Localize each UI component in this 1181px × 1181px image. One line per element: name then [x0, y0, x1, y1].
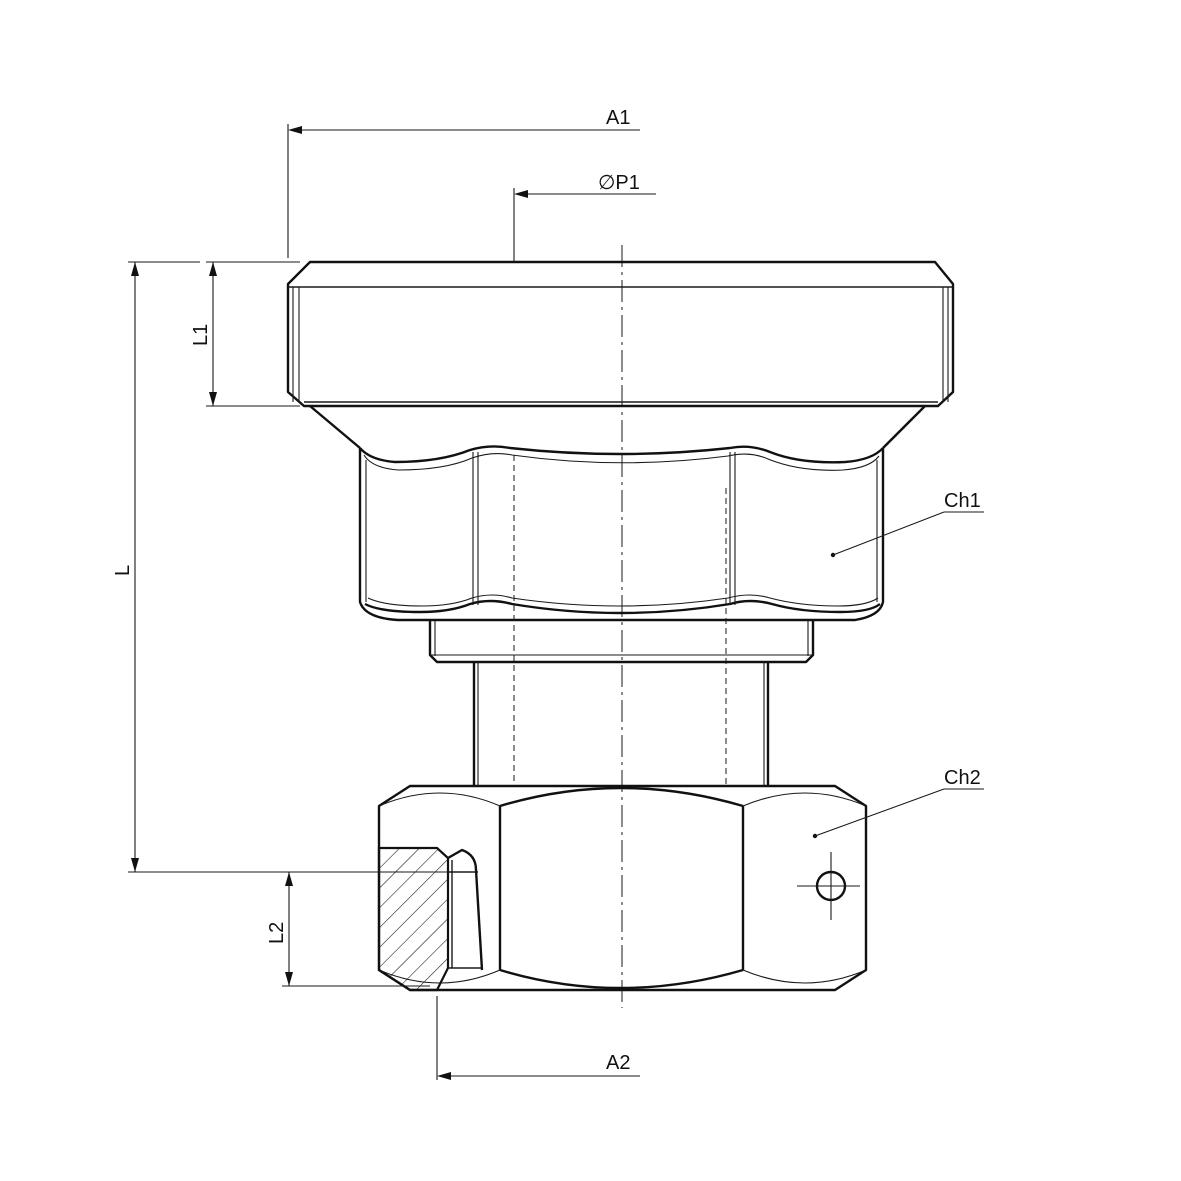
- collar: [428, 620, 815, 664]
- dim-p1: ∅P1: [513, 172, 656, 262]
- dim-l: L: [112, 261, 472, 873]
- dim-l1: L1: [190, 261, 300, 407]
- leader-ch1: Ch1: [830, 490, 984, 558]
- section-cut: [377, 846, 484, 992]
- dim-l2: L2: [266, 872, 430, 987]
- label-l: L: [112, 565, 134, 576]
- label-ch2: Ch2: [944, 767, 981, 789]
- dim-a1: A1: [287, 107, 640, 258]
- label-ch1: Ch1: [944, 490, 981, 512]
- label-p1: ∅P1: [598, 172, 640, 194]
- label-a1: A1: [606, 107, 630, 129]
- dim-a2: A2: [436, 996, 640, 1080]
- neck: [472, 662, 770, 786]
- label-l2: L2: [266, 922, 288, 944]
- label-l1: L1: [190, 324, 212, 346]
- leader-ch2: Ch2: [812, 767, 984, 839]
- top-flange: [286, 260, 955, 408]
- label-a2: A2: [606, 1052, 630, 1074]
- upper-hex-ch1: [309, 405, 926, 622]
